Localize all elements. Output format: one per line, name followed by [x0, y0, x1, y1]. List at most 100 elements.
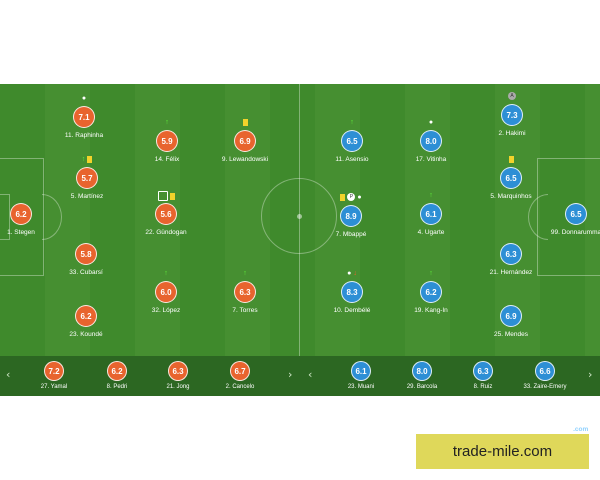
player-rating: 7.1	[73, 106, 95, 128]
player-event-icons: ↑	[396, 269, 466, 279]
goal-ball-icon: ●	[428, 119, 434, 126]
player-event-icons: ●	[49, 94, 119, 104]
home-bench-prev-chevron-icon[interactable]: ‹	[6, 368, 11, 381]
sub-on-arrow-icon: ↑	[164, 270, 168, 277]
player-rating: 6.1	[420, 203, 442, 225]
sub-player-muani[interactable]: 6.1 23. Muani	[334, 361, 388, 390]
player-name: 99. Donnarumma	[550, 229, 600, 236]
player-name: 22. Gündogan	[145, 229, 187, 236]
player-event-icons: P●	[316, 193, 386, 203]
sub-rating: 6.3	[168, 361, 188, 381]
player-name: 5. Martínez	[70, 193, 104, 200]
sub-on-arrow-icon: ↑	[81, 156, 86, 163]
player-event-icons: ●↓	[317, 269, 387, 279]
player-event-icons	[476, 231, 546, 241]
player-event-icons: ↑	[131, 269, 201, 279]
sub-off-arrow-icon: ↓	[353, 270, 357, 277]
brand-banner: trade-mile.com	[416, 434, 589, 469]
player-rating: 6.5	[565, 203, 587, 225]
player-rating: 6.9	[234, 130, 256, 152]
player-name: 17. Vitinha	[415, 156, 447, 163]
yellow-card-icon	[169, 192, 175, 200]
player-name: 5. Marquinhos	[490, 193, 532, 200]
player-rating: 5.8	[75, 243, 97, 265]
whoscored-watermark: WhoScored.com	[537, 426, 589, 433]
player-rating: 5.7	[76, 167, 98, 189]
player-event-icons	[476, 293, 546, 303]
yellow-card-icon	[87, 155, 93, 163]
player-event-icons: ↑	[132, 118, 202, 128]
sub-name: 23. Muani	[347, 384, 375, 390]
goal-ball-icon: ●	[81, 95, 87, 102]
sub-name: 33. Zaire-Emery	[523, 384, 567, 390]
player-name: 32. López	[151, 307, 181, 314]
player-rating: 6.0	[155, 281, 177, 303]
away-bench-prev-chevron-icon[interactable]: ‹	[308, 368, 313, 381]
player-name: 2. Hakimi	[498, 130, 526, 137]
sub-name: 29. Barcola	[406, 384, 438, 390]
yellow-card-icon	[508, 155, 514, 163]
player-cubarsi[interactable]: 5.8 33. Cubarsí	[51, 243, 121, 276]
player-lopez[interactable]: ↑ 6.0 32. López	[131, 270, 201, 314]
sub-rating: 6.1	[351, 361, 371, 381]
goal-ball-icon: ●	[357, 194, 362, 201]
sub-name: 27. Yamal	[40, 384, 68, 390]
player-name: 11. Asensio	[335, 156, 369, 163]
card-box-icon	[157, 191, 168, 201]
sub-rating: 6.2	[107, 361, 127, 381]
player-rating: 8.3	[341, 281, 363, 303]
player-name: 33. Cubarsí	[69, 269, 103, 276]
player-rating: 6.2	[420, 281, 442, 303]
home-bench-next-chevron-icon[interactable]: ›	[288, 368, 293, 381]
player-event-icons	[0, 191, 56, 201]
sub-player-ruiz[interactable]: 6.3 8. Ruiz	[456, 361, 510, 390]
player-event-icons: ↑	[317, 118, 387, 128]
player-stegen[interactable]: 6.2 1. Stegen	[0, 203, 56, 236]
player-asensio[interactable]: ↑ 6.5 11. Asensio	[317, 119, 387, 163]
player-event-icons	[541, 191, 600, 201]
player-martinez[interactable]: ↑ 5.7 5. Martínez	[52, 155, 122, 200]
player-rating: 5.9	[156, 130, 178, 152]
sub-player-yamal[interactable]: 7.2 27. Yamal	[27, 361, 81, 390]
penalty-icon: P	[347, 193, 356, 202]
away-bench-next-chevron-icon[interactable]: ›	[588, 368, 593, 381]
player-rating: 6.2	[10, 203, 32, 225]
yellow-card-icon	[242, 118, 248, 126]
player-name: 4. Ugarte	[417, 229, 445, 236]
player-donnarumma[interactable]: 6.5 99. Donnarumma	[541, 203, 600, 236]
sub-player-jong[interactable]: 6.3 21. Jong	[151, 361, 205, 390]
player-rating: 7.3	[501, 104, 523, 126]
sub-rating: 7.2	[44, 361, 64, 381]
player-event-icons	[476, 155, 546, 165]
sub-rating: 6.3	[473, 361, 493, 381]
player-name: 1. Stegen	[7, 229, 35, 236]
sub-name: 8. Ruiz	[473, 384, 493, 390]
player-hakimi[interactable]: A 7.3 2. Hakimi	[477, 92, 547, 137]
player-event-icons	[131, 191, 201, 201]
player-rating: 6.3	[500, 243, 522, 265]
sub-name: 21. Jong	[166, 384, 190, 390]
player-event-icons: A	[477, 92, 547, 102]
player-event-icons	[210, 118, 280, 128]
player-rating: 6.5	[341, 130, 363, 152]
